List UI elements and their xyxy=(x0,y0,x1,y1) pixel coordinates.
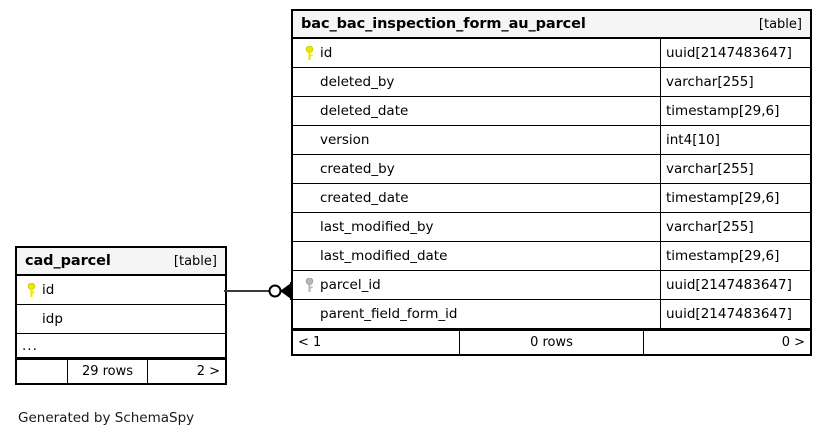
row-count-label: 0 rows xyxy=(459,331,644,354)
column-type: varchar[255] xyxy=(660,213,810,241)
column-type: timestamp[29,6] xyxy=(660,184,810,212)
column-name-cell: version xyxy=(293,126,660,154)
column-name-cell: created_date xyxy=(293,184,660,212)
no-key-spacer xyxy=(299,242,320,270)
table-row[interactable]: created_date timestamp[29,6] xyxy=(293,184,810,213)
column-label: id xyxy=(320,45,333,61)
table-box-bac-bac-inspection-form-au-parcel[interactable]: bac_bac_inspection_form_au_parcel [table… xyxy=(291,9,812,356)
table-row[interactable]: idp xyxy=(17,305,225,334)
no-key-spacer xyxy=(299,155,320,183)
column-label: parent_field_form_id xyxy=(320,306,458,322)
next-page-button[interactable]: 2 > xyxy=(196,364,220,379)
table-footer-cad-parcel: 29 rows 2 > xyxy=(17,358,225,383)
table-header-bac-bac-inspection-form-au-parcel: bac_bac_inspection_form_au_parcel [table… xyxy=(293,11,810,39)
more-columns-indicator[interactable]: ... xyxy=(17,334,225,358)
prev-page-button[interactable] xyxy=(17,360,67,383)
column-name-cell: deleted_date xyxy=(293,97,660,125)
no-key-spacer xyxy=(299,300,320,328)
table-row[interactable]: parcel_id uuid[2147483647] xyxy=(293,271,810,300)
column-type: uuid[2147483647] xyxy=(660,300,810,328)
table-name: cad_parcel xyxy=(25,253,111,269)
column-type: varchar[255] xyxy=(660,68,810,96)
column-type: timestamp[29,6] xyxy=(660,97,810,125)
column-label: last_modified_date xyxy=(320,248,448,264)
column-name-cell: parcel_id xyxy=(293,271,660,299)
column-name-cell: idp xyxy=(17,305,225,333)
column-name-cell: id xyxy=(293,39,660,67)
column-label: last_modified_by xyxy=(320,219,434,235)
column-name-cell: last_modified_by xyxy=(293,213,660,241)
table-row[interactable]: deleted_date timestamp[29,6] xyxy=(293,97,810,126)
table-row[interactable]: created_by varchar[255] xyxy=(293,155,810,184)
column-name-cell: parent_field_form_id xyxy=(293,300,660,328)
table-row[interactable]: last_modified_date timestamp[29,6] xyxy=(293,242,810,271)
table-type-tag: [table] xyxy=(173,253,217,269)
table-row[interactable]: version int4[10] xyxy=(293,126,810,155)
relationship-connector-cad-parcel-to-bac-bac-inspection-form-au-parcel[interactable] xyxy=(224,278,296,304)
column-name-cell: last_modified_date xyxy=(293,242,660,270)
table-box-cad-parcel[interactable]: cad_parcel [table] id idp ... 29 rows xyxy=(15,246,227,385)
table-name: bac_bac_inspection_form_au_parcel xyxy=(301,16,586,32)
row-count-label: 29 rows xyxy=(67,360,148,383)
prev-page-button[interactable]: < 1 xyxy=(298,335,322,350)
table-header-cad-parcel: cad_parcel [table] xyxy=(17,248,225,276)
column-name-cell: id xyxy=(17,276,225,304)
table-footer-bac-bac-inspection-form-au-parcel: < 1 0 rows 0 > xyxy=(293,329,810,354)
no-key-spacer xyxy=(21,305,42,333)
column-name-cell: created_by xyxy=(293,155,660,183)
table-row[interactable]: last_modified_by varchar[255] xyxy=(293,213,810,242)
no-key-spacer xyxy=(299,184,320,212)
column-name-cell: deleted_by xyxy=(293,68,660,96)
table-row[interactable]: parent_field_form_id uuid[2147483647] xyxy=(293,300,810,329)
column-type: uuid[2147483647] xyxy=(660,271,810,299)
next-page-button[interactable]: 0 > xyxy=(781,335,805,350)
ellipsis-label: ... xyxy=(22,337,38,354)
column-type: varchar[255] xyxy=(660,155,810,183)
table-row[interactable]: deleted_by varchar[255] xyxy=(293,68,810,97)
generated-by-label: Generated by SchemaSpy xyxy=(18,410,195,426)
column-label: idp xyxy=(42,311,63,327)
no-key-spacer xyxy=(299,97,320,125)
table-type-tag: [table] xyxy=(758,16,802,32)
column-label: created_by xyxy=(320,161,395,177)
primary-key-icon xyxy=(299,39,320,67)
no-key-spacer xyxy=(299,126,320,154)
table-row[interactable]: id xyxy=(17,276,225,305)
table-row[interactable]: id uuid[2147483647] xyxy=(293,39,810,68)
column-label: deleted_date xyxy=(320,103,409,119)
column-label: id xyxy=(42,282,55,298)
column-label: version xyxy=(320,132,370,148)
column-label: parcel_id xyxy=(320,277,381,293)
column-label: deleted_by xyxy=(320,74,395,90)
primary-key-icon xyxy=(21,276,42,304)
column-type: timestamp[29,6] xyxy=(660,242,810,270)
column-label: created_date xyxy=(320,190,409,206)
column-type: uuid[2147483647] xyxy=(660,39,810,67)
foreign-key-icon xyxy=(299,271,320,299)
no-key-spacer xyxy=(299,68,320,96)
no-key-spacer xyxy=(299,213,320,241)
column-type: int4[10] xyxy=(660,126,810,154)
